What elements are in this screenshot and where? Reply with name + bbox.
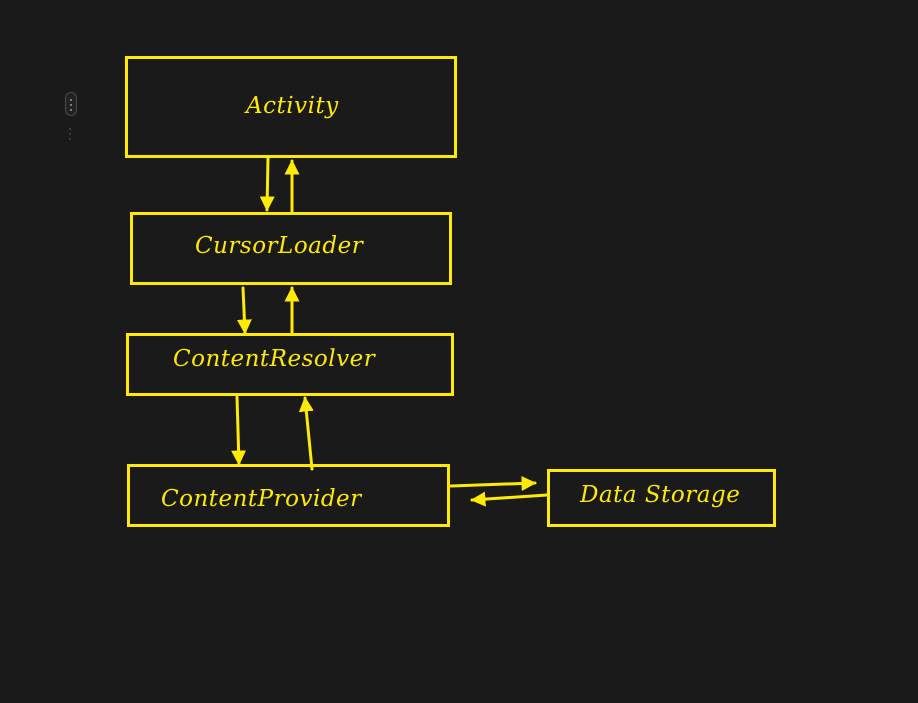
content-resolver-box (126, 333, 454, 396)
content-provider-label: ContentProvider (161, 486, 362, 512)
activity-label: Activity (246, 93, 339, 119)
cursor-loader-label: CursorLoader (195, 233, 364, 259)
arrow-datastorage-to-contentprovider (470, 491, 549, 507)
data-storage-box (547, 469, 776, 527)
arrow-cursorloader-to-contentresolver (236, 286, 252, 335)
cursor-loader-box (130, 212, 452, 285)
content-resolver-label: ContentResolver (173, 346, 376, 372)
arrow-contentprovider-to-datastorage (449, 475, 537, 491)
data-storage-label: Data Storage (580, 482, 741, 508)
activity-box (125, 56, 457, 158)
arrow-contentresolver-to-contentprovider (231, 395, 247, 466)
faded-ellipsis-icon (69, 128, 71, 142)
vertical-ellipsis-icon[interactable] (65, 92, 77, 116)
arrow-activity-to-cursorloader (259, 156, 275, 212)
content-provider-box (127, 464, 450, 527)
arrow-contentprovider-to-contentresolver (298, 396, 314, 471)
